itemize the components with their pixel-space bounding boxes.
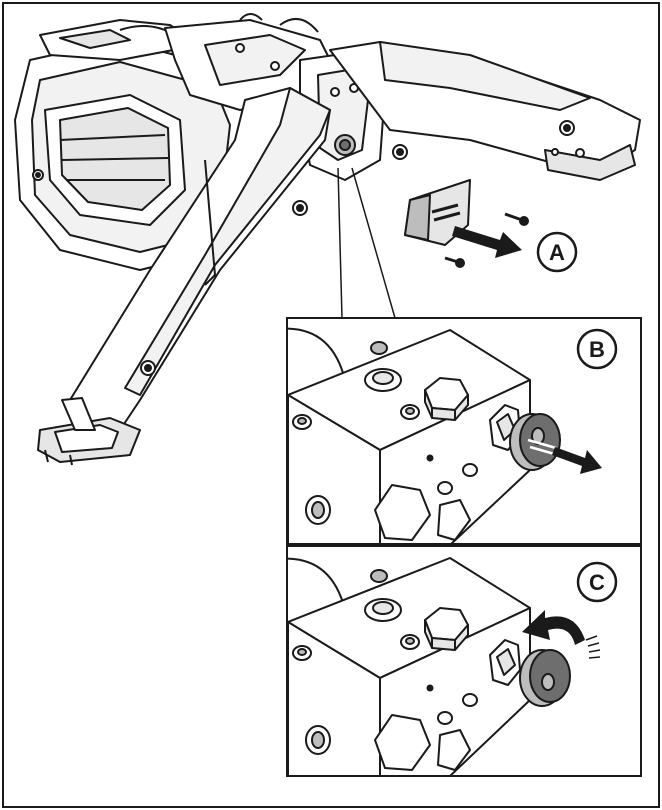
machine-overview	[14, 13, 641, 466]
callout-a-label: A	[549, 240, 565, 265]
callout-b: B	[576, 328, 618, 370]
crawler-track	[14, 39, 251, 271]
left-outrigger	[37, 87, 331, 466]
cover-screws	[444, 212, 529, 268]
pull-arrow-b	[552, 447, 602, 474]
removal-arrow-a	[452, 226, 522, 258]
rotate-arrow-c	[522, 610, 585, 645]
callout-b-label: B	[589, 337, 605, 362]
detail-leader-lines	[337, 167, 396, 319]
center-block	[299, 49, 408, 181]
callout-a: A	[536, 231, 578, 273]
right-outrigger	[329, 41, 641, 181]
detail-panel-c: C	[286, 545, 642, 777]
callout-c-label: C	[589, 570, 605, 595]
callout-c: C	[576, 561, 618, 603]
detail-panel-b: B	[286, 317, 642, 545]
